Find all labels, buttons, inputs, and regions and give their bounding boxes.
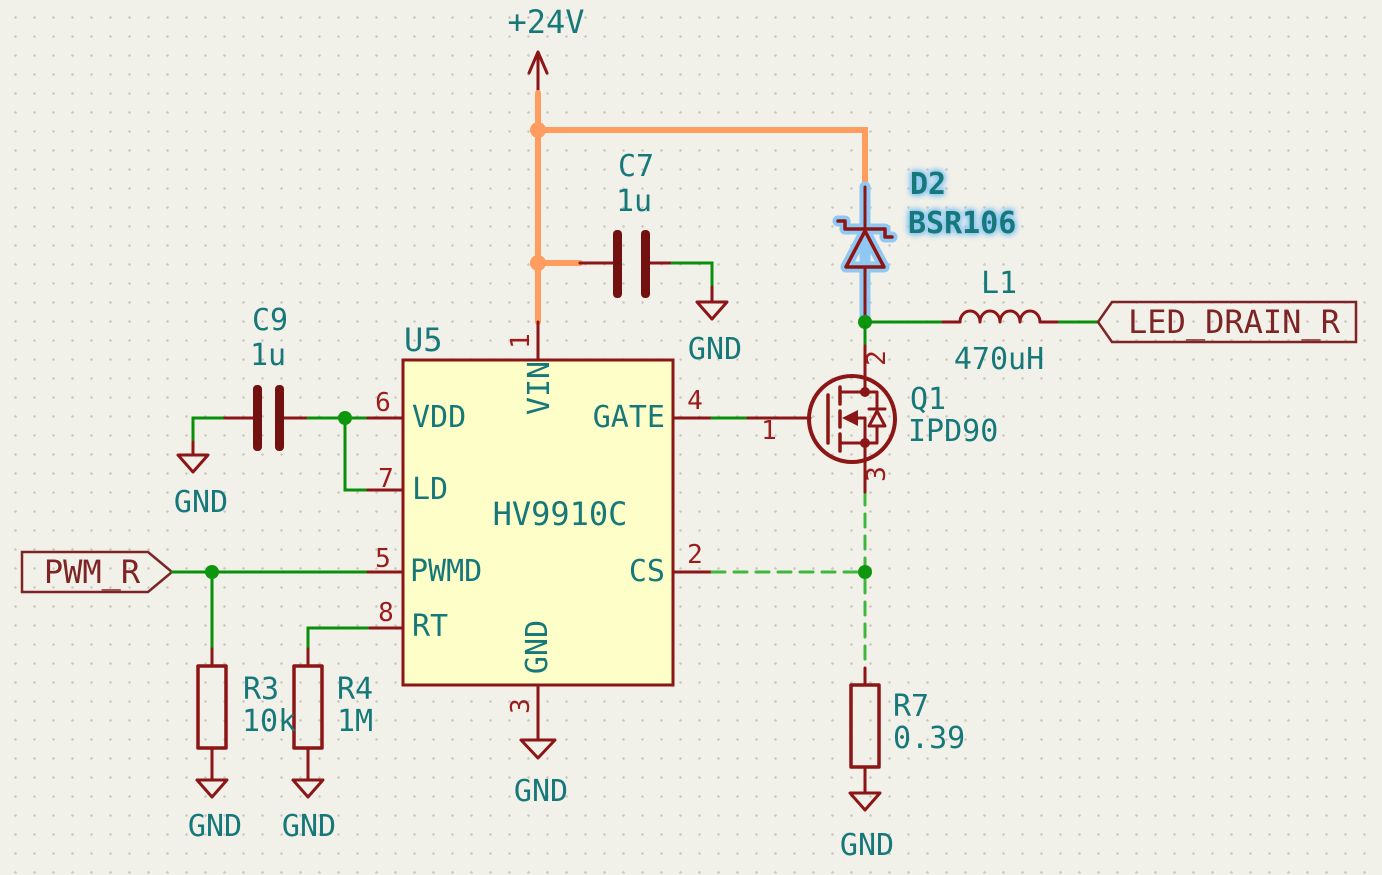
capacitor-c9-icon[interactable] — [223, 385, 310, 451]
capacitor-c7-icon[interactable] — [578, 230, 674, 298]
power-label-24v[interactable]: +24V — [507, 3, 585, 41]
u5-reference[interactable]: U5 — [404, 321, 443, 359]
gnd-label-r7: GND — [839, 828, 895, 863]
pwm-r-label-outline[interactable] — [20, 550, 174, 594]
junction — [530, 255, 546, 271]
gnd-symbol-r4-icon[interactable] — [291, 778, 325, 799]
d2-reference[interactable]: D2 — [910, 167, 947, 202]
u5-pin-number-1: 1 — [506, 333, 536, 349]
u5-pin-number-3: 3 — [506, 698, 536, 714]
gnd-symbol-r7-icon[interactable] — [848, 791, 882, 812]
junction — [338, 411, 352, 425]
r3-reference[interactable]: R3 — [243, 672, 280, 707]
u5-pin-number-2: 2 — [687, 540, 703, 570]
pwm-r-label[interactable]: PWM_R — [43, 553, 141, 591]
gnd-symbol-c9-icon[interactable] — [176, 440, 210, 474]
gnd-label-u5: GND — [513, 774, 569, 809]
junction — [858, 565, 872, 579]
gnd-label-c7: GND — [687, 332, 743, 367]
junction — [858, 315, 872, 329]
u5-pin-number-6: 6 — [375, 388, 391, 418]
u5-pin-number-4: 4 — [687, 386, 703, 416]
q1-pin-number-source: 3 — [862, 466, 892, 482]
inductor-l1-icon[interactable] — [941, 309, 1059, 324]
led-drain-r-label-outline[interactable] — [1096, 300, 1358, 344]
u5-pin-name-pwmd: PWMD — [410, 554, 483, 589]
u5-pin-name-rt: RT — [412, 609, 449, 644]
u5-pin-name-ld: LD — [412, 472, 449, 507]
wire-led-drain-net[interactable] — [858, 315, 1100, 348]
u5-pin-number-5: 5 — [375, 544, 391, 574]
wire-24v-net[interactable] — [530, 90, 868, 325]
u5-pin-name-cs: CS — [628, 554, 665, 589]
resistor-r4-icon[interactable] — [292, 647, 324, 781]
wire-pwm-net[interactable] — [170, 565, 370, 651]
c7-value[interactable]: 1u — [615, 184, 653, 219]
u5-value[interactable]: HV9910C — [492, 495, 628, 533]
mosfet-q1-icon[interactable] — [807, 344, 897, 494]
wire-c9-gnd[interactable] — [191, 416, 227, 444]
wire-vdd-ld[interactable] — [306, 411, 370, 492]
c7-reference[interactable]: C7 — [617, 149, 655, 184]
q1-pin-number-drain: 2 — [862, 350, 892, 366]
q1-reference[interactable]: Q1 — [910, 382, 947, 417]
u5-pin-name-gate: GATE — [592, 400, 665, 435]
u5-pin-name-vin: VIN — [522, 360, 557, 416]
gnd-label-c9: GND — [173, 485, 229, 520]
l1-value[interactable]: 470uH — [953, 342, 1045, 377]
r4-value[interactable]: 1M — [337, 704, 374, 739]
gnd-symbol-c7-icon[interactable] — [695, 285, 729, 321]
r3-value[interactable]: 10k — [242, 704, 297, 739]
u5-pin-name-vdd: VDD — [412, 400, 467, 435]
q1-pin-number-gate: 1 — [761, 416, 777, 446]
power-flag-24v-icon[interactable] — [527, 50, 549, 97]
junction — [530, 122, 546, 138]
l1-reference[interactable]: L1 — [980, 266, 1018, 301]
gnd-label-r4: GND — [281, 809, 337, 844]
junction — [205, 565, 219, 579]
wire-cs-net[interactable] — [710, 490, 872, 670]
wire-rt-net[interactable] — [306, 626, 372, 651]
c9-value[interactable]: 1u — [249, 338, 287, 373]
u5-pin-number-7: 7 — [378, 464, 394, 494]
u5-pin-number-8: 8 — [378, 598, 394, 628]
ic-u5-icon[interactable] — [366, 320, 714, 741]
r4-reference[interactable]: R4 — [337, 672, 374, 707]
gnd-symbol-r3-icon[interactable] — [195, 778, 229, 799]
r7-value[interactable]: 0.39 — [893, 721, 966, 756]
led-drain-r-label[interactable]: LED_DRAIN_R — [1128, 303, 1340, 341]
r7-reference[interactable]: R7 — [893, 689, 930, 724]
wire-c7-gnd[interactable] — [670, 261, 714, 289]
resistor-r7-icon[interactable] — [849, 666, 881, 794]
u5-pin-name-gnd: GND — [520, 619, 555, 675]
c9-reference[interactable]: C9 — [251, 303, 289, 338]
resistor-r3-icon[interactable] — [196, 647, 228, 781]
gnd-label-r3: GND — [187, 809, 243, 844]
diode-d2-icon[interactable] — [832, 181, 898, 324]
q1-value[interactable]: IPD90 — [908, 414, 999, 449]
gnd-symbol-u5-icon[interactable] — [519, 738, 557, 760]
d2-value[interactable]: BSR106 — [908, 206, 1017, 241]
